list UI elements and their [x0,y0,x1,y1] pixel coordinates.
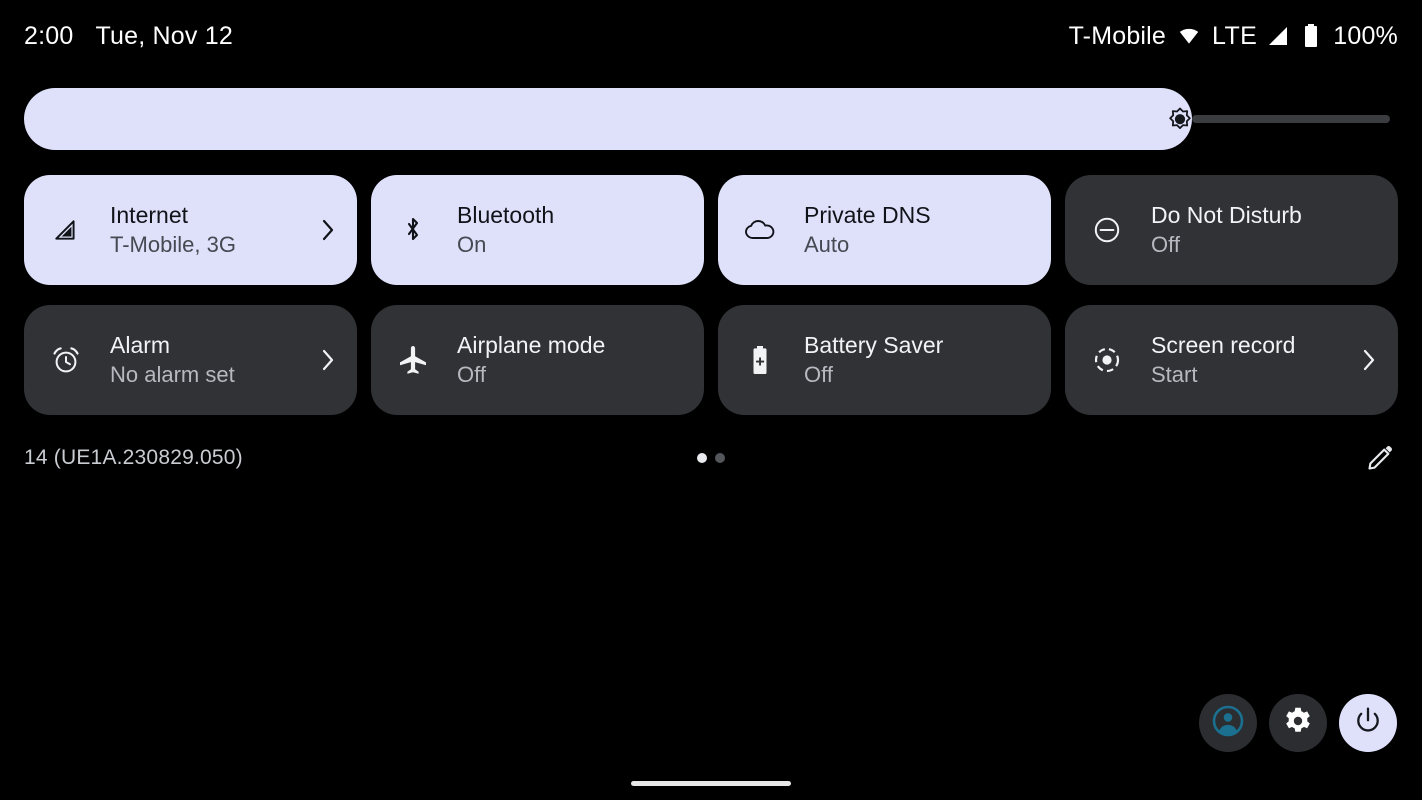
battery-percent-label: 100% [1333,21,1398,50]
tile-title: Internet [110,202,188,228]
tile-title: Airplane mode [457,332,606,358]
tile-row-1: Internet T-Mobile, 3G Bluetooth On [24,175,1398,285]
chevron-right-icon[interactable] [1358,343,1380,377]
gesture-nav-handle[interactable] [631,781,791,786]
tile-battery-saver-text: Battery Saver Off [804,332,1033,388]
page-indicator[interactable] [697,453,725,463]
tile-title: Alarm [110,332,171,358]
pencil-edit-icon[interactable] [1362,440,1398,476]
status-bar: 2:00 Tue, Nov 12 T-Mobile LTE 100% [0,0,1422,72]
bluetooth-icon [393,210,433,250]
tile-screen-record[interactable]: Screen record Start [1065,305,1398,415]
footer-action-buttons [1199,694,1397,752]
tile-alarm[interactable]: Alarm No alarm set [24,305,357,415]
signal-icon [1267,24,1291,48]
battery-icon [1301,23,1321,49]
tile-private-dns[interactable]: Private DNS Auto [718,175,1051,285]
tile-battery-saver[interactable]: Battery Saver Off [718,305,1051,415]
tile-title: Battery Saver [804,332,944,358]
tile-subtitle: T-Mobile, 3G [110,232,236,257]
power-icon [1352,705,1384,742]
network-type-label: LTE [1212,21,1258,50]
tile-airplane-mode[interactable]: Airplane mode Off [371,305,704,415]
tile-do-not-disturb-text: Do Not Disturb Off [1151,202,1380,258]
brightness-track[interactable] [1192,115,1390,123]
tile-title: Bluetooth [457,202,555,228]
power-button[interactable] [1339,694,1397,752]
status-date: Tue, Nov 12 [95,21,233,50]
do-not-disturb-icon [1087,210,1127,250]
signal-cellular-icon [46,210,86,250]
tile-row-2: Alarm No alarm set Airplane mode Off [24,305,1398,415]
user-switcher-button[interactable] [1199,694,1257,752]
tile-airplane-mode-text: Airplane mode Off [457,332,686,388]
status-bar-left: 2:00 Tue, Nov 12 [24,22,233,51]
status-bar-right: T-Mobile LTE 100% [1069,22,1398,51]
tile-private-dns-text: Private DNS Auto [804,202,1033,258]
tile-subtitle: Off [1151,232,1180,257]
chevron-right-icon[interactable] [317,343,339,377]
tile-bluetooth[interactable]: Bluetooth On [371,175,704,285]
tile-do-not-disturb[interactable]: Do Not Disturb Off [1065,175,1398,285]
cloud-icon [740,210,780,250]
tile-subtitle: On [457,232,487,257]
brightness-fill[interactable] [24,88,1192,150]
tile-subtitle: No alarm set [110,362,235,387]
tile-internet[interactable]: Internet T-Mobile, 3G [24,175,357,285]
quick-settings-tiles: Internet T-Mobile, 3G Bluetooth On [24,175,1398,435]
airplane-icon [393,340,433,380]
tile-title: Do Not Disturb [1151,202,1302,228]
tile-alarm-text: Alarm No alarm set [110,332,317,388]
tile-screen-record-text: Screen record Start [1151,332,1358,388]
tile-subtitle: Start [1151,362,1198,387]
build-version-label: 14 (UE1A.230829.050) [24,446,243,469]
brightness-sun-icon [1164,103,1196,135]
tile-bluetooth-text: Bluetooth On [457,202,686,258]
brightness-slider[interactable] [24,88,1398,150]
tile-subtitle: Off [457,362,486,387]
status-time: 2:00 [24,21,74,50]
chevron-right-icon[interactable] [317,213,339,247]
wifi-icon [1176,23,1202,49]
tile-subtitle: Off [804,362,833,387]
tile-title: Private DNS [804,202,931,228]
screen-record-icon [1087,340,1127,380]
gear-icon [1282,705,1314,742]
page-dot-inactive[interactable] [715,453,725,463]
carrier-label: T-Mobile [1068,21,1167,50]
quick-settings-footer: 14 (UE1A.230829.050) [24,440,1398,476]
tile-subtitle: Auto [804,232,850,257]
user-avatar-icon [1211,704,1245,743]
tile-title: Screen record [1151,332,1296,358]
settings-button[interactable] [1269,694,1327,752]
tile-internet-text: Internet T-Mobile, 3G [110,202,317,258]
alarm-clock-icon [46,340,86,380]
page-dot-active[interactable] [697,453,707,463]
battery-saver-icon [740,340,780,380]
